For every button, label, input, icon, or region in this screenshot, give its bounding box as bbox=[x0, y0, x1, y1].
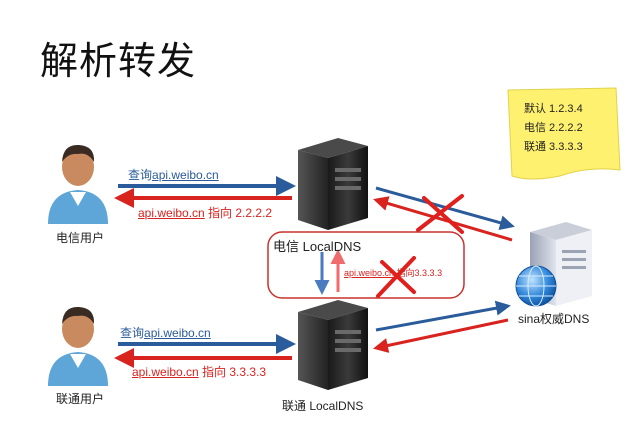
forward-reply-text: 指向3.3.3.3 bbox=[394, 268, 443, 278]
forward-reply-domain: api.weibo.cn bbox=[344, 268, 395, 278]
telecom-dns-label: 电信 LocalDNS bbox=[273, 239, 362, 254]
telecom-query-domain: api.weibo.cn bbox=[152, 168, 219, 182]
unicom-dns-server-icon bbox=[298, 300, 368, 390]
unicom-user-icon bbox=[48, 306, 108, 386]
telecom-query-label: 查询api.weibo.cn bbox=[128, 166, 219, 183]
blocked-cross-mark bbox=[416, 194, 464, 234]
unicom-query-domain: api.weibo.cn bbox=[144, 326, 211, 340]
telecom-user-label: 电信用户 bbox=[56, 231, 105, 245]
sticky-note bbox=[507, 87, 621, 180]
auth-dns-server-icon bbox=[515, 222, 592, 307]
unicom-reply-label: api.weibo.cn 指向 3.3.3.3 bbox=[132, 363, 266, 380]
unicom-query-prefix: 查询 bbox=[120, 326, 145, 340]
telecom-query-prefix: 查询 bbox=[128, 168, 153, 182]
unicom-dns-label: 联通 LocalDNS bbox=[282, 399, 364, 413]
note-line-default: 默认 1.2.3.4 bbox=[524, 103, 583, 115]
auth-to-telecom-arrow bbox=[373, 196, 513, 242]
forwarding-box bbox=[267, 231, 465, 299]
page-title: 解析转发 bbox=[40, 39, 197, 83]
sticky-note-text: 默认 1.2.3.4 电信 2.2.2.2 联通 3.3.3.3 bbox=[524, 100, 583, 157]
unicom-user-label: 联通用户 bbox=[56, 392, 105, 406]
unicom-reply-text: 指向 3.3.3.3 bbox=[198, 365, 267, 379]
forward-reply-label: api.weibo.cn 指向3.3.3.3 bbox=[344, 266, 442, 279]
telecom-reply-label: api.weibo.cn 指向 2.2.2.2 bbox=[138, 204, 272, 221]
telecom-user-icon bbox=[48, 144, 108, 224]
telecom-dns-server-icon bbox=[298, 138, 368, 230]
telecom-reply-text: 指向 2.2.2.2 bbox=[204, 206, 273, 220]
note-line-unicom: 联通 3.3.3.3 bbox=[524, 141, 583, 153]
unicom-to-auth-arrow bbox=[375, 300, 511, 332]
auth-to-unicom-arrow bbox=[373, 318, 509, 353]
telecom-to-auth-arrow bbox=[375, 186, 515, 230]
auth-dns-label: sina权威DNS bbox=[518, 312, 590, 326]
forward-cross-mark bbox=[376, 256, 416, 298]
unicom-reply-domain: api.weibo.cn bbox=[132, 365, 199, 379]
telecom-reply-domain: api.weibo.cn bbox=[138, 206, 205, 220]
unicom-query-label: 查询api.weibo.cn bbox=[120, 324, 211, 341]
note-line-telecom: 电信 2.2.2.2 bbox=[524, 122, 583, 134]
